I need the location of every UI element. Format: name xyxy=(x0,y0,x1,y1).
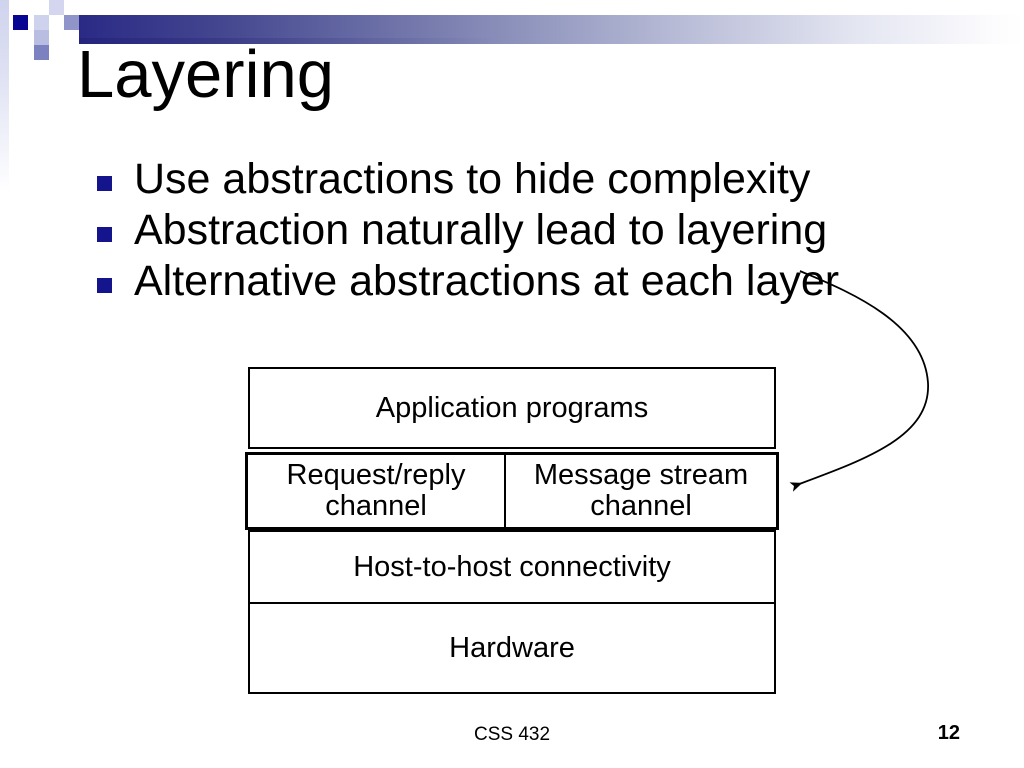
deco-square-icon xyxy=(34,30,49,45)
deco-square-icon xyxy=(34,15,49,30)
bullet-text: Alternative abstractions at each layer xyxy=(134,257,840,305)
channel-label-line: Message stream xyxy=(533,459,749,491)
deco-square-icon xyxy=(13,15,28,30)
slide-title: Layering xyxy=(77,37,335,112)
channel-label-line: channel xyxy=(325,490,427,522)
channel-label-line: channel xyxy=(590,490,692,522)
layer-box-application: Application programs xyxy=(248,367,776,449)
channel-divider-line xyxy=(504,455,506,527)
layer-label: Application programs xyxy=(375,391,649,424)
layer-box-host: Host-to-host connectivity xyxy=(248,530,776,604)
channel-cell-message-stream: Message stream channel xyxy=(506,452,776,530)
bullet-square-icon xyxy=(97,176,112,191)
deco-square-icon xyxy=(49,0,64,15)
deco-square-icon xyxy=(34,45,49,60)
layer-label: Host-to-host connectivity xyxy=(353,550,671,583)
layer-box-hardware: Hardware xyxy=(248,602,776,694)
bullet-text: Use abstractions to hide complexity xyxy=(134,155,811,203)
bullet-square-icon xyxy=(97,227,112,242)
left-gradient-strip xyxy=(0,0,9,192)
header-gradient-bar xyxy=(79,15,1024,44)
layer-label: Hardware xyxy=(449,631,575,664)
deco-square-icon xyxy=(64,15,79,30)
layer-box-channels xyxy=(245,452,779,530)
bullet-text: Abstraction naturally lead to layering xyxy=(134,206,828,254)
bullet-square-icon xyxy=(97,278,112,293)
channel-cell-request-reply: Request/reply channel xyxy=(248,452,504,530)
bullet-item: Use abstractions to hide complexity xyxy=(97,154,897,205)
channel-label-line: Request/reply xyxy=(286,459,466,491)
footer-page-number: 12 xyxy=(937,722,960,744)
bullet-item: Abstraction naturally lead to layering xyxy=(97,205,897,256)
footer-course-label: CSS 432 xyxy=(473,724,551,745)
bullet-item: Alternative abstractions at each layer xyxy=(97,256,897,307)
